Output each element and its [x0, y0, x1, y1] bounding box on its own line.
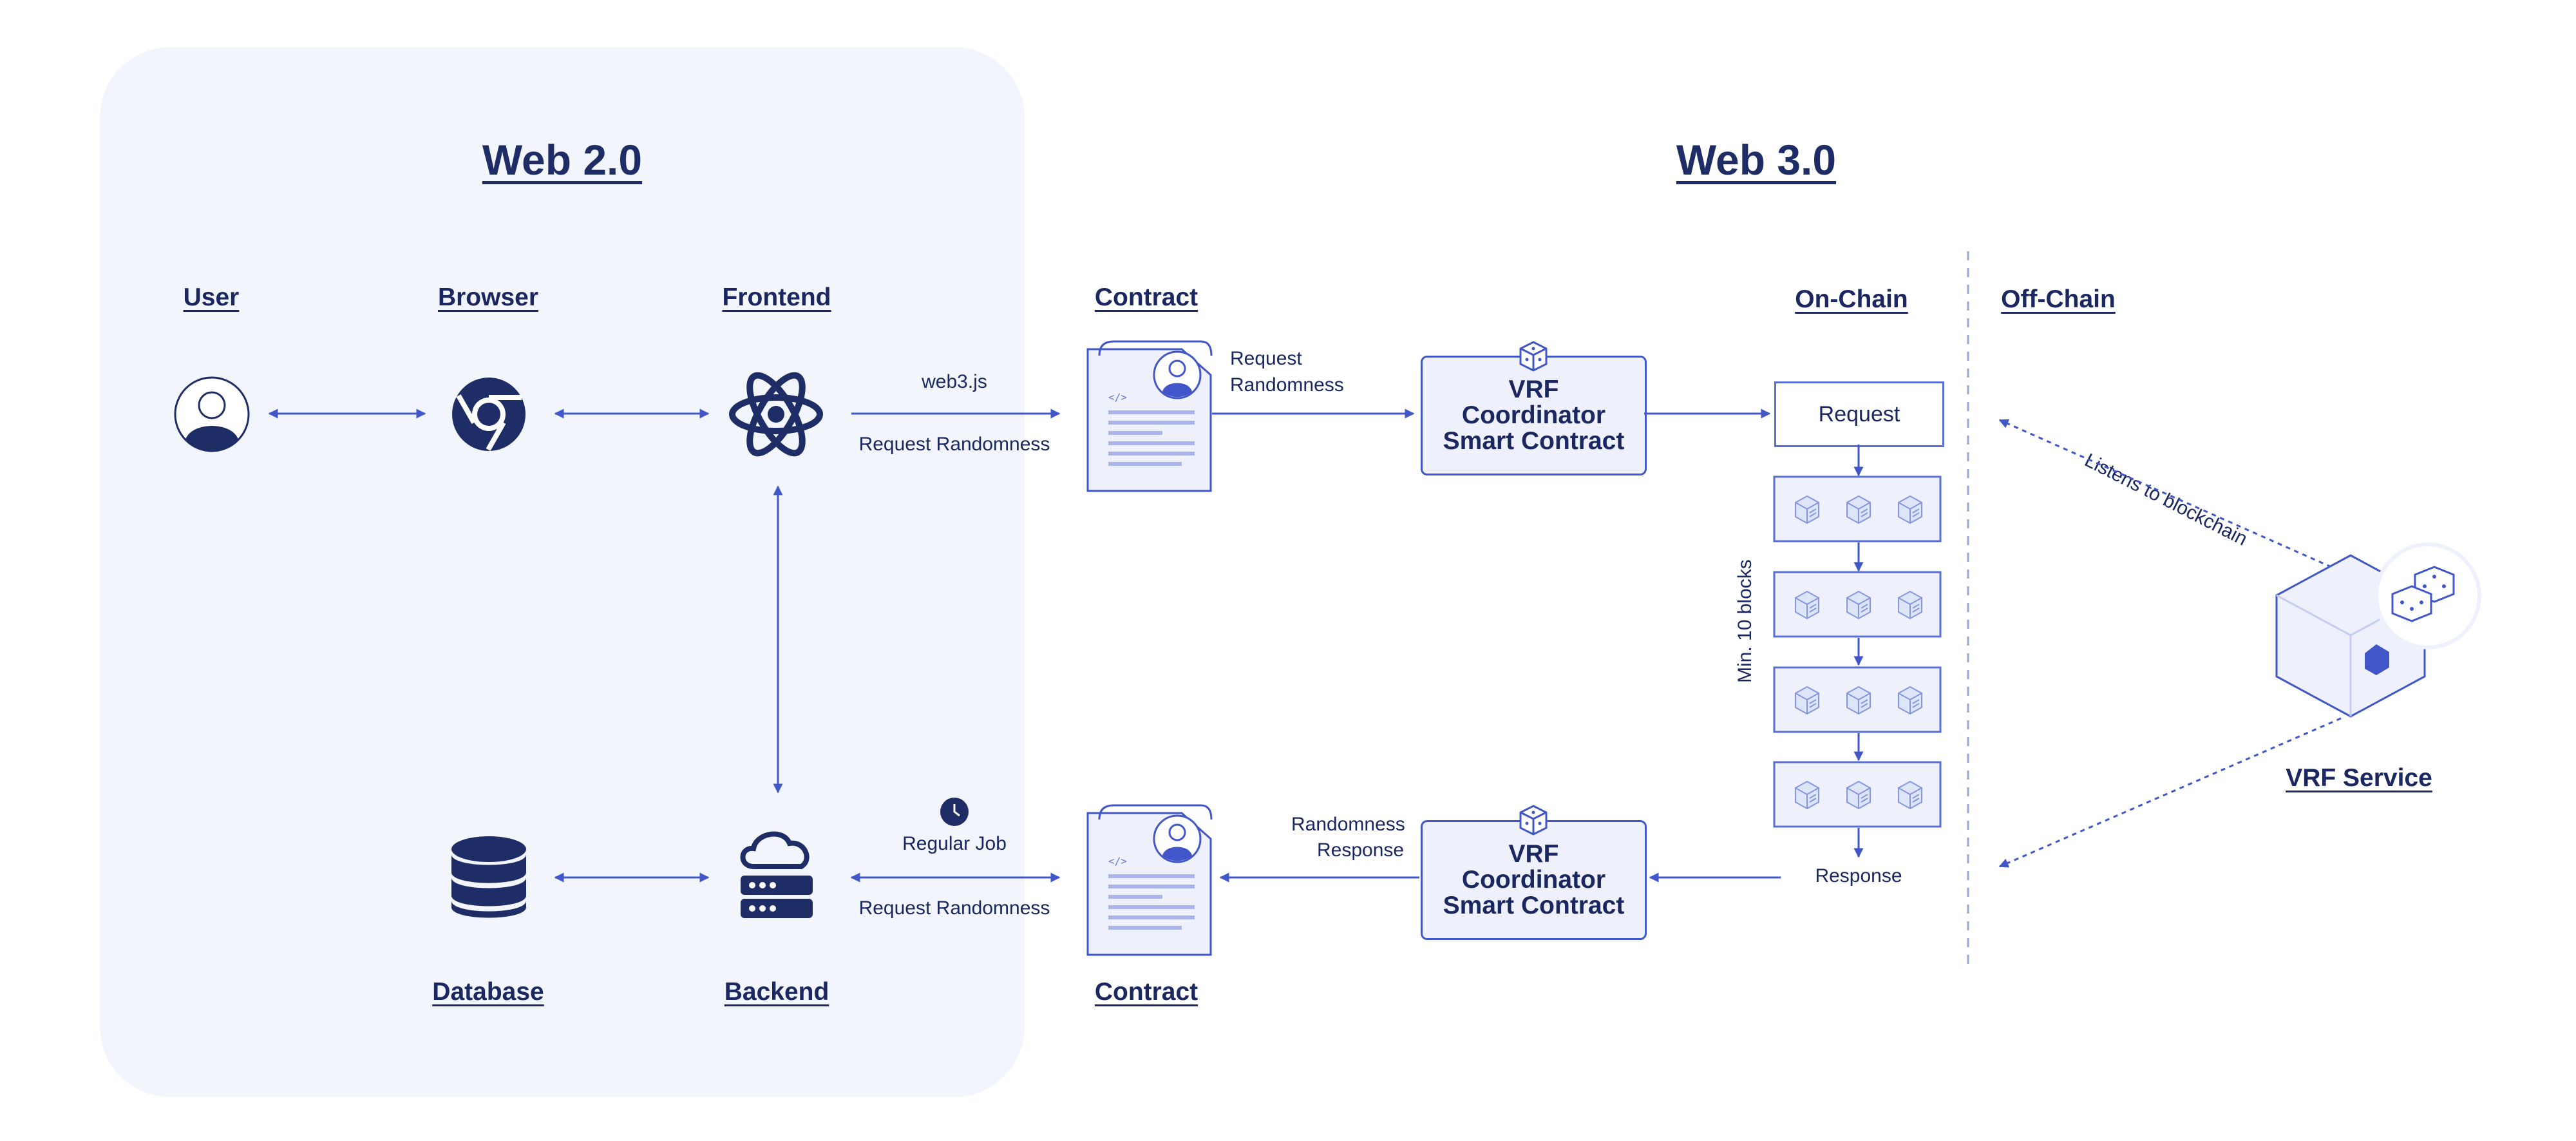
regular-job-label: Regular Job	[902, 833, 1007, 854]
user-label: User	[183, 283, 240, 311]
arrow-vrf-to-chain	[1998, 717, 2342, 868]
contract-document-icon-bottom: </>	[1086, 804, 1213, 956]
contract-bottom-label: Contract	[1094, 978, 1198, 1006]
request-randomness-top-label: Request Randomness	[858, 434, 1050, 455]
vrf-top-line3: Smart Contract	[1443, 427, 1625, 455]
vrf-top-line1: VRF	[1508, 376, 1559, 403]
vrf-bottom-line3: Smart Contract	[1443, 892, 1625, 919]
database-label: Database	[432, 978, 544, 1006]
arrow-listens	[1998, 419, 2332, 568]
block-row-2	[1773, 571, 1942, 638]
request-label-line2: Randomness	[1230, 374, 1344, 396]
vrf-top-line2: Coordinator	[1461, 401, 1606, 429]
randomness-response-line2: Response	[1317, 839, 1405, 861]
backend-server-icon	[740, 831, 813, 918]
vrf-coordinator-bottom: VRF Coordinator Smart Contract	[1421, 820, 1647, 940]
vrf-bottom-line2: Coordinator	[1461, 866, 1606, 894]
vrf-service-icon	[2275, 542, 2481, 718]
browser-icon	[452, 378, 526, 451]
browser-label: Browser	[437, 283, 539, 311]
block-row-3	[1773, 666, 1942, 733]
vrf-coordinator-top: VRF Coordinator Smart Contract	[1421, 356, 1647, 475]
request-box-label: Request	[1818, 401, 1900, 427]
cube-icon-top	[1519, 341, 1548, 372]
request-box: Request	[1774, 381, 1944, 447]
web2-title: Web 2.0	[482, 136, 643, 184]
contract-top-label: Contract	[1094, 283, 1198, 311]
request-label-line1: Request	[1230, 348, 1302, 369]
block-row-1	[1773, 475, 1942, 542]
frontend-label: Frontend	[722, 283, 831, 311]
database-icon	[451, 836, 526, 918]
clock-icon	[940, 798, 969, 826]
svg-text:</>: </>	[1108, 391, 1127, 403]
user-icon	[174, 376, 250, 452]
contract-document-icon-top: </>	[1086, 340, 1213, 492]
response-label: Response	[1815, 865, 1902, 887]
cube-icon-bottom	[1519, 805, 1548, 836]
request-randomness-bottom-label: Request Randomness	[858, 897, 1050, 919]
react-icon	[729, 372, 823, 457]
block-row-4	[1773, 761, 1942, 828]
web3js-label: web3.js	[922, 371, 987, 392]
off-chain-label: Off-Chain	[2001, 285, 2116, 313]
backend-label: Backend	[724, 978, 829, 1006]
vrf-service-label: VRF Service	[2286, 764, 2432, 792]
web2-panel	[100, 47, 1025, 1097]
svg-text:</>: </>	[1108, 855, 1127, 867]
on-chain-label: On-Chain	[1795, 285, 1908, 313]
web3-title: Web 3.0	[1676, 136, 1837, 184]
vrf-bottom-line1: VRF	[1508, 840, 1559, 868]
randomness-response-line1: Randomness	[1291, 814, 1405, 835]
